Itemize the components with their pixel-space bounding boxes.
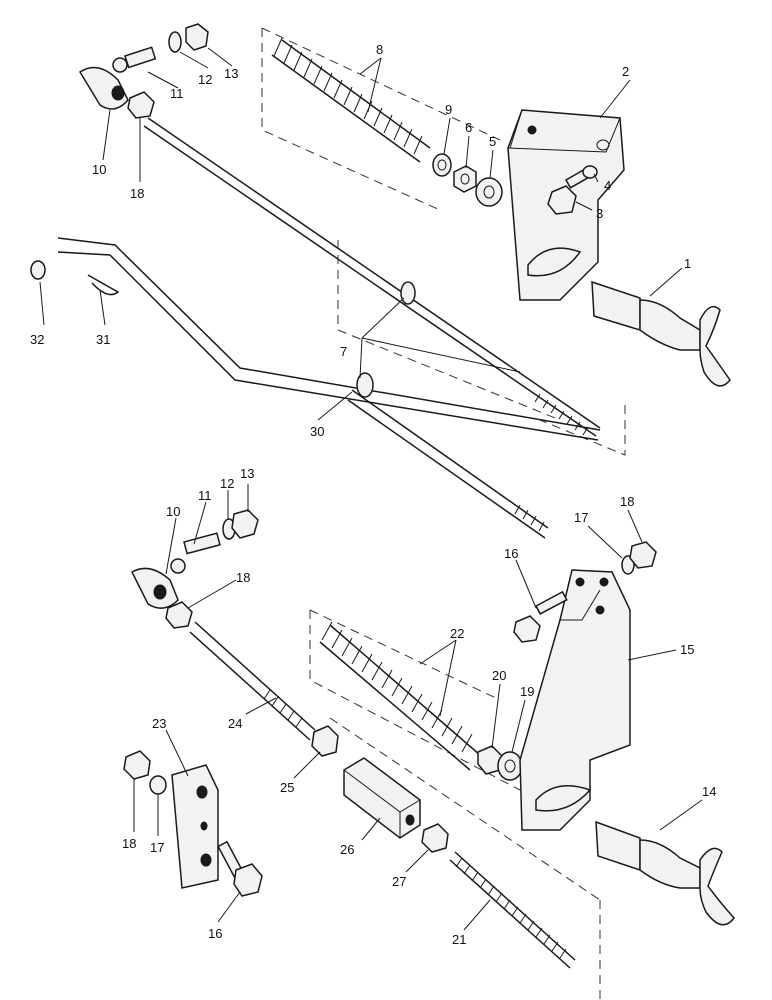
callout-14: 14 <box>702 784 716 799</box>
callout-32: 32 <box>30 332 44 347</box>
lower-coupler <box>343 757 449 853</box>
lower-t-handle <box>595 820 735 926</box>
callout-15: 15 <box>680 642 694 657</box>
callout-22: 22 <box>450 626 464 641</box>
upper-clip-and-washer <box>30 260 120 296</box>
upper-bracket-bolt <box>547 165 598 215</box>
callout-23: 23 <box>152 716 166 731</box>
lower-spring-hardware <box>477 745 523 781</box>
upper-long-rod <box>57 237 601 539</box>
callout-8: 8 <box>376 42 383 57</box>
callout-18-upper: 18 <box>130 186 144 201</box>
callout-21: 21 <box>452 932 466 947</box>
callout-2: 2 <box>622 64 629 79</box>
callout-18-lower-clevis: 18 <box>236 570 250 585</box>
callout-7: 7 <box>340 344 347 359</box>
lower-bracket <box>519 569 631 831</box>
callout-4: 4 <box>604 178 611 193</box>
callout-30: 30 <box>310 424 324 439</box>
callout-5: 5 <box>489 134 496 149</box>
callout-26: 26 <box>340 842 354 857</box>
callout-18-plate: 18 <box>122 836 136 851</box>
callout-18-bracket: 18 <box>620 494 634 509</box>
callout-9: 9 <box>445 102 452 117</box>
callout-6: 6 <box>465 120 472 135</box>
upper-spring-hardware <box>432 153 503 207</box>
callout-12-lower: 12 <box>220 476 234 491</box>
callout-13-lower: 13 <box>240 466 254 481</box>
callout-16-upper: 16 <box>504 546 518 561</box>
callout-17-upper: 17 <box>574 510 588 525</box>
lower-short-rod <box>189 621 339 757</box>
callout-25: 25 <box>280 780 294 795</box>
callout-10-upper: 10 <box>92 162 106 177</box>
callout-24: 24 <box>228 716 242 731</box>
callout-labels: 1 2 3 4 5 6 7 8 9 10 11 12 13 18 30 31 3… <box>30 42 716 947</box>
callout-27: 27 <box>392 874 406 889</box>
upper-threaded-rod <box>143 117 601 437</box>
callout-11-lower: 11 <box>198 488 212 503</box>
callout-13-upper: 13 <box>224 66 238 81</box>
lower-clevis-hardware <box>131 509 259 629</box>
callout-20: 20 <box>492 668 506 683</box>
callout-1: 1 <box>684 256 691 271</box>
lower-plate-hardware <box>123 750 263 897</box>
upper-clevis-hardware <box>78 23 209 119</box>
upper-t-handle <box>591 280 731 387</box>
callout-3: 3 <box>596 206 603 221</box>
upper-dashed-group <box>261 27 626 456</box>
callout-17-plate: 17 <box>150 840 164 855</box>
lower-threaded-rod <box>449 851 576 969</box>
upper-spring <box>271 37 431 163</box>
callout-10-lower: 10 <box>166 504 180 519</box>
callout-11-upper: 11 <box>170 86 184 101</box>
callout-12-upper: 12 <box>198 72 212 87</box>
callout-19: 19 <box>520 684 534 699</box>
callout-16-lower: 16 <box>208 926 222 941</box>
callout-31: 31 <box>96 332 110 347</box>
lower-bracket-bolt <box>513 541 657 643</box>
leader-lines <box>39 47 703 931</box>
lower-spring <box>319 621 481 771</box>
